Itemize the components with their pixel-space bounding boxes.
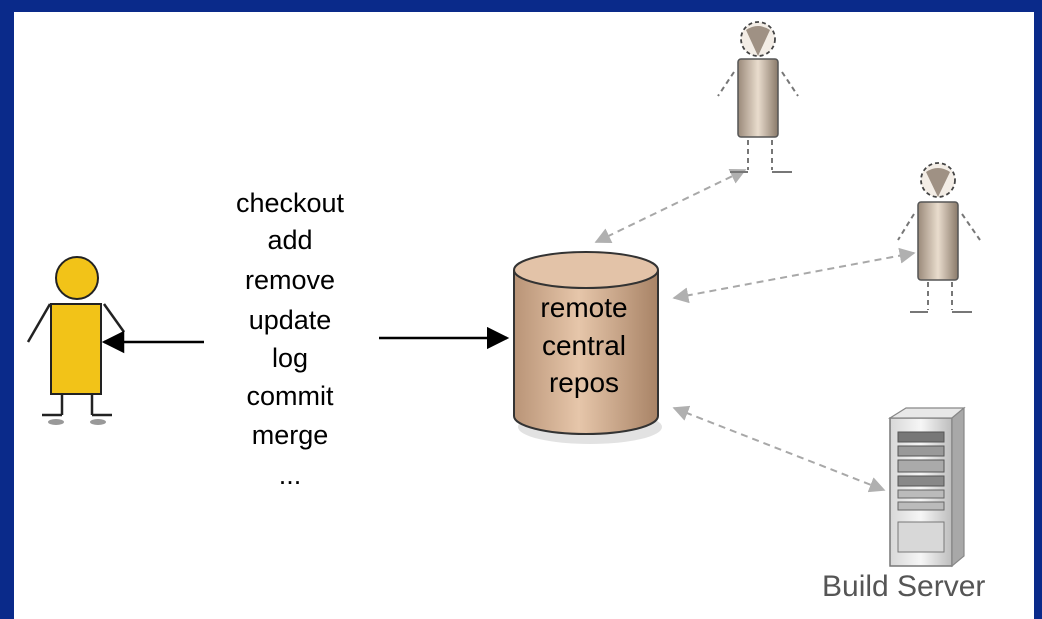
command-item: merge: [252, 420, 329, 450]
command-item: commit: [247, 381, 334, 411]
command-item: remove: [245, 265, 335, 295]
command-item: ...: [279, 460, 302, 490]
dashed-link-developer-1: [594, 169, 747, 243]
command-item: update: [249, 305, 332, 335]
build-server-icon: Build Server: [822, 406, 985, 603]
repo-label-line: remote: [540, 292, 627, 323]
command-item: log: [272, 343, 308, 373]
command-item: add: [267, 225, 312, 255]
repo-label-line: central: [542, 330, 626, 361]
build-server-label: Build Server: [822, 570, 985, 603]
repo-label-line: repos: [549, 367, 619, 398]
diagram-frame: checkout add remove update log commit me…: [14, 12, 1034, 619]
command-list: checkout add remove update log commit me…: [236, 188, 345, 490]
command-item: checkout: [236, 188, 345, 218]
remote-developer-icon: [897, 162, 981, 313]
dashed-link-build-server: [672, 405, 886, 493]
dashed-link-developer-2: [672, 247, 916, 304]
version-control-diagram: checkout add remove update log commit me…: [26, 21, 985, 603]
repository-cylinder-icon: remote central repos: [513, 251, 662, 444]
local-user-icon: [26, 256, 126, 425]
remote-developer-icon: [717, 21, 799, 173]
